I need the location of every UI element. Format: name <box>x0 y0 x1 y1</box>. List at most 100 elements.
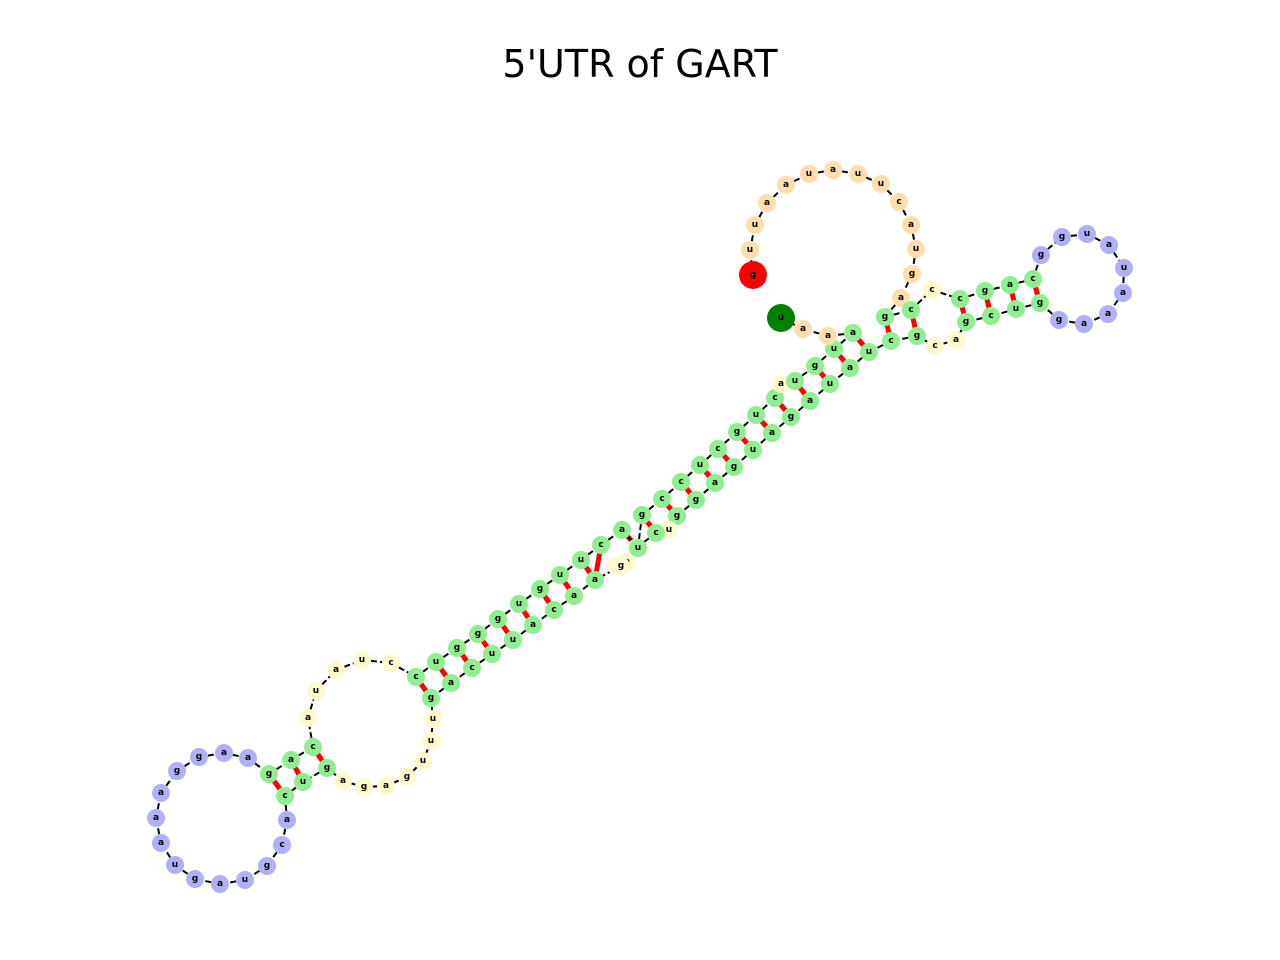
nucleotide: u <box>691 456 709 474</box>
nucleotide: g <box>668 507 686 525</box>
nucleotide-dot <box>489 610 507 628</box>
nucleotide-letter: g <box>495 614 501 624</box>
nucleotide-dot <box>976 282 994 300</box>
nucleotide: g <box>489 610 507 628</box>
nucleotide-letter: u <box>747 245 753 255</box>
nucleotide-letter: g <box>693 495 699 505</box>
nucleotide-letter: u <box>430 714 436 724</box>
nucleotide-letter: a <box>847 363 853 373</box>
nucleotide-dot <box>821 375 839 393</box>
nucleotide: c <box>1024 270 1042 288</box>
nucleotide: a <box>1100 236 1118 254</box>
nucleotide-letter: u <box>300 777 306 787</box>
nucleotide-dot <box>531 580 549 598</box>
nucleotide: a <box>892 289 910 307</box>
nucleotide: a <box>147 809 165 827</box>
nucleotide: a <box>1114 284 1132 302</box>
nucleotide: c <box>382 654 400 672</box>
nucleotide-dot <box>763 424 781 442</box>
nucleotide-dot <box>1050 311 1068 329</box>
nucleotide: g <box>725 458 743 476</box>
nucleotide-dot <box>725 458 743 476</box>
nucleotide: u <box>747 406 765 424</box>
nucleotide: g <box>531 580 549 598</box>
nucleotide: u <box>746 216 764 234</box>
nucleotide-letter: u <box>792 376 798 386</box>
nucleotide: a <box>824 161 842 179</box>
nucleotide: a <box>442 674 460 692</box>
nucleotide-dot <box>1099 305 1117 323</box>
nucleotide-letter: g <box>454 643 460 653</box>
nucleotide-dot <box>1078 225 1096 243</box>
nucleotide: a <box>613 521 631 539</box>
nucleotide-letter: a <box>221 748 227 758</box>
nucleotide-dot <box>767 304 795 332</box>
nucleotide-letter: c <box>598 540 603 550</box>
nucleotide: g <box>1032 246 1050 264</box>
nucleotide-dot <box>947 331 965 349</box>
nucleotide-dot <box>510 595 528 613</box>
nucleotide: u <box>872 175 890 193</box>
nucleotide: c <box>407 668 425 686</box>
nucleotide-dot <box>592 536 610 554</box>
nucleotide-letter: u <box>1013 304 1019 314</box>
nucleotide-letter: a <box>571 591 577 601</box>
nucleotide-letter: a <box>217 879 223 889</box>
nucleotide-dot <box>551 566 569 584</box>
nucleotide-letter: a <box>284 815 290 825</box>
nucleotide-letter: u <box>420 756 426 766</box>
nucleotide: u <box>427 653 445 671</box>
nucleotide-letter: g <box>731 462 737 472</box>
nucleotide-letter: g <box>982 286 988 296</box>
nucleotide-letter: a <box>769 428 775 438</box>
nucleotide-letter: u <box>557 570 563 580</box>
nucleotide-dot <box>524 616 542 634</box>
nucleotide-letter: a <box>778 379 784 389</box>
nucleotide-dot <box>282 751 300 769</box>
nucleotide-letter: a <box>898 293 904 303</box>
nucleotide: c <box>463 659 481 677</box>
nucleotide: a <box>772 375 790 393</box>
nucleotide: g <box>1031 294 1049 312</box>
nucleotide-dot <box>844 324 862 342</box>
nucleotide-dot <box>565 587 583 605</box>
nucleotide-dot <box>442 674 460 692</box>
nucleotide-letter: u <box>489 649 495 659</box>
nucleotide: a <box>565 587 583 605</box>
nucleotide: u <box>800 165 818 183</box>
nucleotide-dot <box>504 631 522 649</box>
nucleotide-dot <box>307 682 325 700</box>
nucleotide-letter: a <box>383 781 389 791</box>
nucleotide: a <box>586 571 604 589</box>
nucleotide: u <box>166 856 184 874</box>
nucleotide-dot <box>890 193 908 211</box>
nucleotide-letter: a <box>530 620 536 630</box>
nucleotide: c <box>709 440 727 458</box>
nucleotide: u <box>821 375 839 393</box>
nucleotide: g <box>469 625 487 643</box>
nucleotide: g <box>612 557 630 575</box>
nucleotide-letter: c <box>929 285 934 295</box>
nucleotide-letter: u <box>753 410 759 420</box>
nucleotide-letter: g <box>475 629 481 639</box>
nucleotide-dot <box>1007 300 1025 318</box>
nucleotide-dot <box>147 809 165 827</box>
nucleotide-letter: g <box>963 317 969 327</box>
nucleotide: g <box>957 313 975 331</box>
nucleotide-letter: c <box>715 444 720 454</box>
nucleotide-letter: u <box>878 179 884 189</box>
nucleotide: a <box>211 875 229 893</box>
nucleotide-letter: c <box>896 197 901 207</box>
nucleotide-letter: g <box>914 331 920 341</box>
nucleotide-dot <box>841 359 859 377</box>
nucleotide-letter: g <box>1059 232 1065 242</box>
nucleotide-dot <box>152 784 170 802</box>
nucleotide: a <box>947 331 965 349</box>
nucleotide-letter: g <box>750 270 756 280</box>
nucleotide: u <box>907 240 925 258</box>
nucleotide-dot <box>951 290 969 308</box>
nucleotide: c <box>890 193 908 211</box>
nucleotide: a <box>902 216 920 234</box>
nucleotide: g <box>1053 228 1071 246</box>
